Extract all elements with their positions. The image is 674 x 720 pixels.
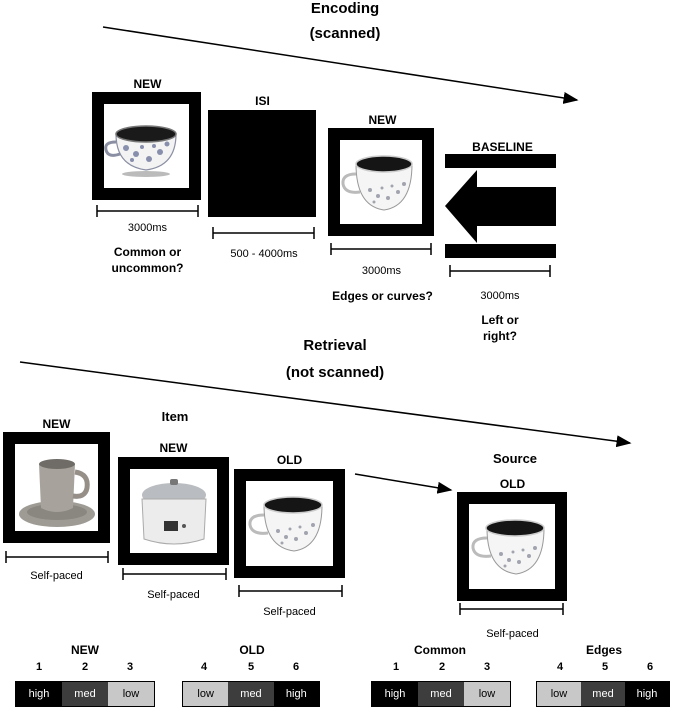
scale-new-bar: high med low — [15, 681, 155, 707]
item-label: Item — [161, 409, 189, 424]
scale-old-number: 5 — [247, 661, 255, 673]
question-line: uncommon? — [111, 261, 184, 275]
teacup-floral-image — [471, 519, 545, 575]
encoding-trial-2-question: Edges or curves? — [315, 288, 450, 304]
encoding-time-arrow — [102, 26, 579, 104]
retrieval-subtitle: (not scanned) — [285, 364, 385, 381]
scale-new-cell-low[interactable]: low — [108, 682, 154, 706]
retrieval-trial-4-duration: Self-paced — [486, 628, 539, 640]
scale-old-cell-med[interactable]: med — [228, 682, 274, 706]
baseline-duration: 3000ms — [480, 290, 520, 302]
retrieval-trial-2-duration: Self-paced — [147, 589, 200, 601]
source-label: Source — [492, 451, 538, 466]
scale-common-bar: high med low — [371, 681, 511, 707]
scale-edges-cell-med[interactable]: med — [581, 682, 625, 706]
retrieval-trial-3-duration: Self-paced — [263, 606, 316, 618]
duration-brackets — [5, 205, 564, 615]
encoding-trial-1-question: Common or uncommon? — [80, 244, 215, 276]
scale-edges-number: 4 — [556, 661, 564, 673]
encoding-trial-1-duration: 3000ms — [127, 222, 168, 234]
scale-old-title: OLD — [239, 643, 265, 657]
question-line: Left or — [481, 313, 519, 327]
retrieval-trial-1-duration: Self-paced — [30, 570, 83, 582]
isi-black-screen — [208, 110, 316, 217]
encoding-trial-2-frame — [328, 128, 434, 236]
encoding-trial-1-frame — [92, 92, 201, 200]
retrieval-trial-2-label: NEW — [159, 441, 188, 455]
scale-common-number: 3 — [483, 661, 491, 673]
scale-old-cell-high[interactable]: high — [273, 682, 319, 706]
retrieval-trial-4-frame — [457, 492, 567, 601]
scale-new-cell-med[interactable]: med — [62, 682, 108, 706]
scale-new-number: 2 — [81, 661, 89, 673]
scale-common-cell-high[interactable]: high — [372, 682, 418, 706]
retrieval-time-arrow — [19, 361, 632, 448]
question-line: right? — [483, 329, 517, 343]
retrieval-trial-1-frame — [3, 432, 110, 543]
isi-duration: 500 - 4000ms — [230, 248, 298, 260]
encoding-subtitle: (scanned) — [309, 25, 381, 42]
scale-new-number: 1 — [35, 661, 43, 673]
scale-edges-number: 5 — [601, 661, 609, 673]
scale-common-title: Common — [414, 643, 466, 657]
scale-old-cell-low[interactable]: low — [183, 682, 229, 706]
encoding-trial-2-duration: 3000ms — [361, 265, 402, 277]
retrieval-trial-3-frame — [234, 469, 345, 578]
item-to-source-arrow — [354, 473, 453, 494]
scale-edges-number: 6 — [646, 661, 654, 673]
isi-label: ISI — [255, 94, 270, 108]
scale-old-number: 4 — [200, 661, 208, 673]
encoding-trial-1-label: NEW — [133, 77, 162, 91]
retrieval-trial-3-label: OLD — [276, 453, 303, 467]
baseline-arrow-stimulus — [445, 154, 556, 258]
retrieval-trial-1-label: NEW — [42, 417, 71, 431]
scale-new-number: 3 — [126, 661, 134, 673]
question-line: Edges or curves? — [332, 289, 433, 303]
baseline-question: Left or right? — [440, 312, 560, 344]
encoding-title: Encoding — [310, 0, 380, 17]
scale-old-number: 6 — [292, 661, 300, 673]
scale-edges-cell-high[interactable]: high — [625, 682, 669, 706]
retrieval-title: Retrieval — [303, 337, 367, 354]
scale-common-cell-low[interactable]: low — [464, 682, 510, 706]
scale-edges-bar: low med high — [536, 681, 670, 707]
baseline-label: BASELINE — [472, 140, 533, 154]
retrieval-trial-4-label: OLD — [499, 477, 526, 491]
rice-cooker-image — [141, 479, 207, 545]
scale-edges-title: Edges — [585, 643, 622, 657]
ceramic-cup-saucer-image — [19, 459, 95, 527]
teacup-floral-image — [104, 125, 177, 177]
scale-common-number: 2 — [438, 661, 446, 673]
teacup-floral-image — [248, 496, 323, 552]
scale-common-cell-med[interactable]: med — [418, 682, 464, 706]
scale-new-cell-high[interactable]: high — [16, 682, 62, 706]
retrieval-trial-2-frame — [118, 457, 229, 565]
scale-new-title: NEW — [71, 643, 99, 657]
encoding-trial-2-label: NEW — [368, 113, 397, 127]
scale-old-bar: low med high — [182, 681, 320, 707]
scale-common-number: 1 — [392, 661, 400, 673]
scale-edges-cell-low[interactable]: low — [537, 682, 581, 706]
question-line: Common or — [113, 245, 182, 259]
teacup-floral-image — [341, 155, 413, 211]
